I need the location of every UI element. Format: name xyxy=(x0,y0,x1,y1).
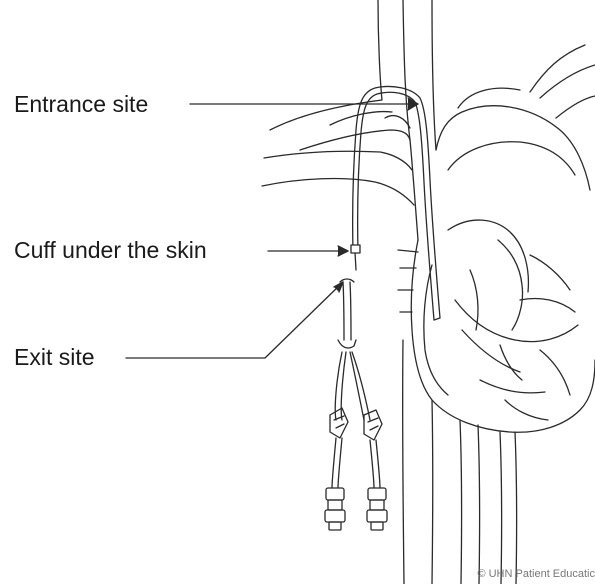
branch-veins xyxy=(262,0,414,205)
right-clamp xyxy=(364,410,382,440)
heart xyxy=(411,220,595,432)
cuff-marker xyxy=(351,245,360,253)
copyright-credit: © UHN Patient Educatic xyxy=(477,568,595,580)
exit-leader xyxy=(126,282,343,358)
leader-lines xyxy=(126,98,418,358)
cuff-label: Cuff under the skin xyxy=(14,239,207,262)
left-connector xyxy=(325,488,345,530)
lower-tubes xyxy=(332,438,380,488)
left-clamp xyxy=(330,408,348,438)
exit-site-label: Exit site xyxy=(14,346,95,369)
aorta xyxy=(436,45,595,190)
right-connector xyxy=(367,488,387,530)
entrance-site-label: Entrance site xyxy=(14,93,148,116)
catheter-external xyxy=(335,279,370,420)
